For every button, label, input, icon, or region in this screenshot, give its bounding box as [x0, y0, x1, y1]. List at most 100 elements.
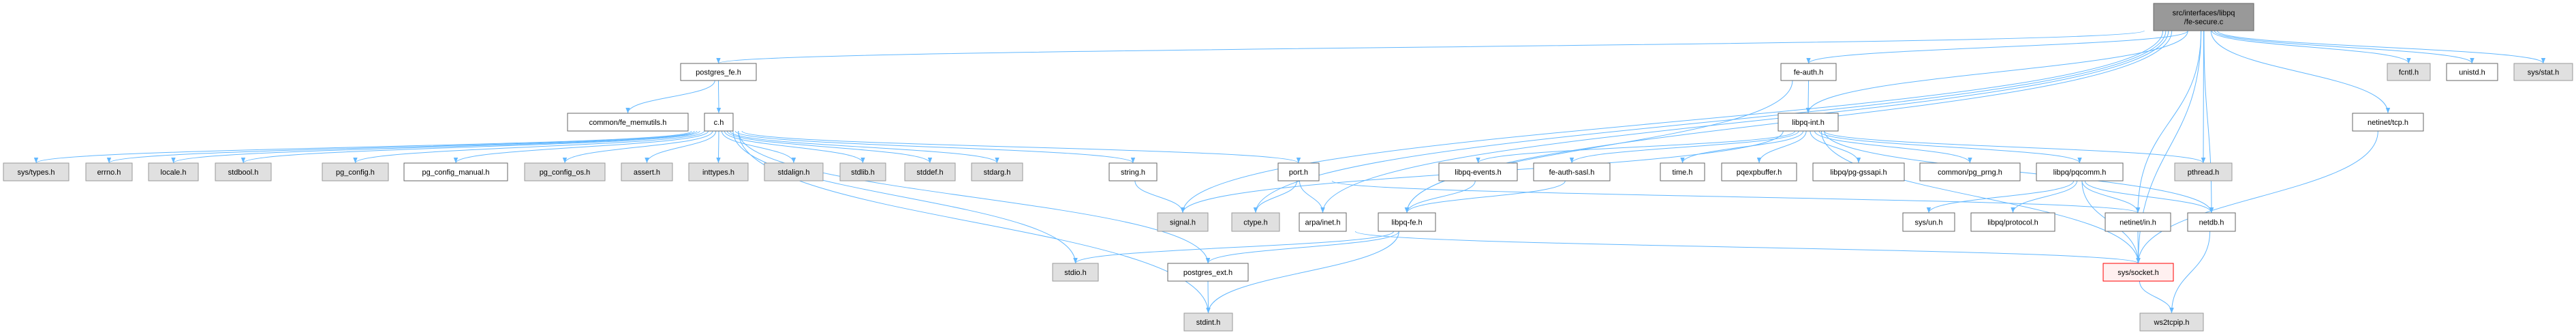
- node-pg-prng[interactable]: common/pg_prng.h: [1919, 162, 2021, 181]
- node-sys-un[interactable]: sys/un.h: [1902, 212, 1955, 232]
- node-label: locale.h: [161, 169, 187, 177]
- edge-c-to-pg_config_manual: [453, 130, 709, 164]
- node-box: [1812, 162, 1905, 181]
- node-box: [2513, 63, 2573, 81]
- node-ctype[interactable]: ctype.h: [1231, 212, 1280, 232]
- edge-c-to-postgres_ext: [738, 130, 1211, 264]
- node-stdalign[interactable]: stdalign.h: [764, 162, 824, 181]
- node-box: [1970, 212, 2055, 232]
- node-fe-auth[interactable]: fe-auth.h: [1780, 63, 1837, 81]
- node-box: [1231, 212, 1280, 232]
- node-box: [1157, 212, 1209, 232]
- edge-netinet_tcp-to-sys_socket: [2136, 130, 2378, 264]
- edge-pqcomm-to-netdb: [2084, 180, 2214, 214]
- edge-root-to-postgres_fe: [717, 30, 2145, 64]
- node-label: fcntl.h: [2399, 69, 2419, 77]
- node-box: [621, 162, 673, 181]
- edge-c-to-pg_config_os: [562, 130, 713, 164]
- edge-root-to-netinet_tcp: [2210, 30, 2391, 114]
- node-box: [1780, 63, 1837, 81]
- edge-c-to-locale: [171, 130, 698, 164]
- node-box: [1902, 212, 1955, 232]
- node-stdio[interactable]: stdio.h: [1052, 263, 1099, 282]
- node-stdarg[interactable]: stdarg.h: [971, 162, 1023, 181]
- node-stdlib[interactable]: stdlib.h: [839, 162, 886, 181]
- node-protocol[interactable]: libpq/protocol.h: [1970, 212, 2055, 232]
- node-inttypes[interactable]: inttypes.h: [688, 162, 749, 181]
- node-label: stdbool.h: [228, 169, 259, 177]
- node-assert[interactable]: assert.h: [621, 162, 673, 181]
- node-label: sys/types.h: [17, 169, 55, 177]
- node-pg-config-os[interactable]: pg_config_os.h: [524, 162, 606, 181]
- node-libpq-fe[interactable]: libpq-fe.h: [1378, 212, 1436, 232]
- node-label: libpq/pg-gssapi.h: [1830, 169, 1887, 177]
- node-fe-auth-sasl[interactable]: fe-auth-sasl.h: [1533, 162, 1611, 181]
- edge-root-to-libpq_int: [1805, 30, 2188, 114]
- node-unistd[interactable]: unistd.h: [2446, 63, 2498, 81]
- node-libpq-int[interactable]: libpq-int.h: [1778, 113, 1839, 132]
- node-netdb[interactable]: netdb.h: [2187, 212, 2236, 232]
- node-port[interactable]: port.h: [1277, 162, 1320, 181]
- edge-c-to-pg_config: [353, 130, 705, 164]
- node-pg-gssapi[interactable]: libpq/pg-gssapi.h: [1812, 162, 1905, 181]
- node-box: [1919, 162, 2021, 181]
- edge-root-to-arpa_inet: [1320, 30, 2169, 214]
- node-ws2tcpip[interactable]: ws2tcpip.h: [2139, 312, 2204, 332]
- node-sys-stat[interactable]: sys/stat.h: [2513, 63, 2573, 81]
- node-sys-socket[interactable]: sys/socket.h: [2102, 263, 2174, 282]
- edge-c-to-sys_types: [34, 130, 692, 164]
- node-box: [148, 162, 199, 181]
- edge-sys_socket-to-ws2tcpip: [2139, 280, 2174, 314]
- node-label: port.h: [1289, 169, 1308, 177]
- node-label: postgres_ext.h: [1183, 269, 1232, 277]
- node-box: [839, 162, 886, 181]
- node-postgres-fe[interactable]: postgres_fe.h: [680, 63, 757, 81]
- node-signal[interactable]: signal.h: [1157, 212, 1209, 232]
- node-netinet-tcp[interactable]: netinet/tcp.h: [2352, 113, 2424, 132]
- node-errno[interactable]: errno.h: [85, 162, 133, 181]
- edge-arpa_inet-to-sys_socket: [1354, 231, 2141, 264]
- node-box: [1533, 162, 1611, 181]
- node-box: [2352, 113, 2424, 132]
- edge-root-to-fcntl: [2212, 30, 2411, 64]
- node-stdbool[interactable]: stdbool.h: [215, 162, 272, 181]
- node-label: c.h: [714, 119, 724, 127]
- node-locale[interactable]: locale.h: [148, 162, 199, 181]
- node-label: pg_config.h: [336, 169, 375, 177]
- node-pthread[interactable]: pthread.h: [2174, 162, 2233, 181]
- edge-libpq_events-to-libpq_fe: [1404, 180, 1476, 214]
- node-pg-config-manual[interactable]: pg_config_manual.h: [403, 162, 508, 181]
- node-c[interactable]: c.h: [704, 113, 734, 132]
- node-postgres-ext[interactable]: postgres_ext.h: [1167, 263, 1249, 282]
- node-pg-config[interactable]: pg_config.h: [322, 162, 389, 181]
- node-label: sys/stat.h: [2528, 69, 2559, 77]
- node-label: stdarg.h: [984, 169, 1011, 177]
- node-label: libpq-events.h: [1455, 169, 1502, 177]
- edge-libpq_int-to-pg_gssapi: [1810, 130, 1861, 164]
- node-fe-memutils[interactable]: common/fe_memutils.h: [567, 113, 689, 132]
- edge-root-to-netinet_in: [2135, 30, 2202, 214]
- node-fcntl[interactable]: fcntl.h: [2387, 63, 2431, 81]
- edge-c-to-stdalign: [721, 130, 796, 164]
- node-root[interactable]: src/interfaces/libpq/fe-secure.c: [2153, 3, 2254, 31]
- node-label: common/pg_prng.h: [1938, 169, 2002, 177]
- node-stdint[interactable]: stdint.h: [1183, 312, 1233, 332]
- node-time[interactable]: time.h: [1660, 162, 1705, 181]
- node-stddef[interactable]: stddef.h: [904, 162, 956, 181]
- node-label: time.h: [1673, 169, 1693, 177]
- node-string[interactable]: string.h: [1108, 162, 1158, 181]
- node-sys-types[interactable]: sys/types.h: [3, 162, 69, 181]
- node-arpa-inet[interactable]: arpa/inet.h: [1299, 212, 1347, 232]
- node-pqcomm[interactable]: libpq/pqcomm.h: [2036, 162, 2124, 181]
- node-netinet-in[interactable]: netinet/in.h: [2105, 212, 2171, 232]
- node-box: [2387, 63, 2431, 81]
- node-label: stdint.h: [1196, 319, 1220, 327]
- node-box: [1183, 312, 1233, 332]
- node-label: libpq-int.h: [1792, 119, 1825, 127]
- node-label: inttypes.h: [702, 169, 734, 177]
- node-box: [1438, 162, 1518, 181]
- node-box: [2174, 162, 2233, 181]
- node-libpq-events[interactable]: libpq-events.h: [1438, 162, 1518, 181]
- node-pqexpbuffer[interactable]: pqexpbuffer.h: [1721, 162, 1797, 181]
- node-label: pg_config_os.h: [540, 169, 591, 177]
